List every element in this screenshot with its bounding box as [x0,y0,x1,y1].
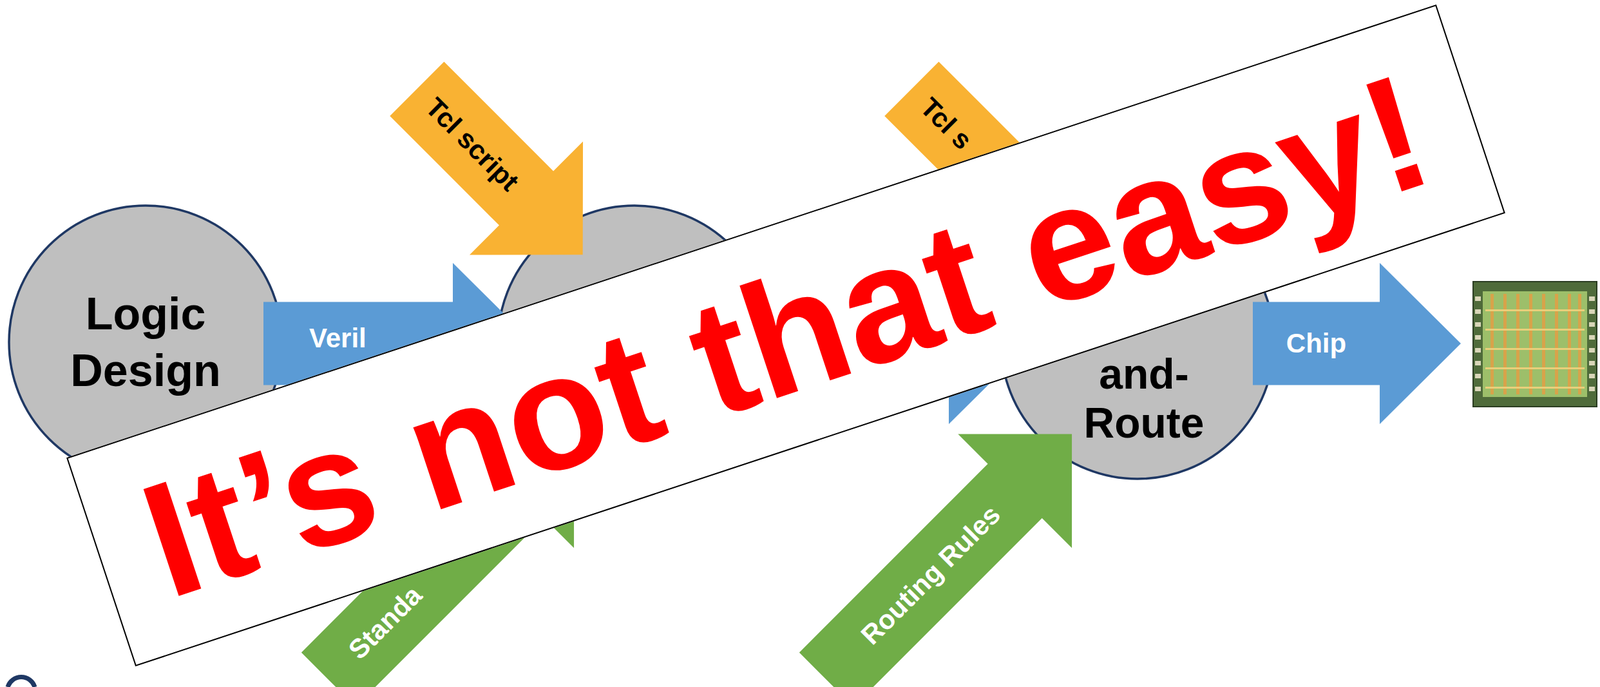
arrow-shape [360,31,639,311]
chip-line [1485,347,1585,350]
chip-stripe [1503,293,1507,395]
chip-core [1482,291,1588,397]
chip-pad [1475,386,1481,391]
chip-pad [1589,296,1595,301]
chip-line [1485,367,1585,370]
chip-pad [1589,309,1595,314]
chip-stripe [1578,293,1582,395]
label-group: Veril [309,322,367,354]
label-group: Logic Design [70,285,221,399]
chip-border [1473,281,1597,407]
chip-stripe [1516,293,1520,395]
chip-pad [1475,322,1481,327]
chip-pad [1589,386,1595,391]
chip-stripe [1567,293,1572,395]
chip-line [1485,328,1585,331]
chip-pad [1475,296,1481,301]
chip-stripe [1529,293,1533,395]
node-label: and- Route [1084,349,1205,448]
chip-stripe [1542,293,1546,395]
node-label: Logic Design [70,285,221,399]
chip-pad [1589,334,1595,340]
chip-pad [1475,373,1481,379]
chip-pad [1475,309,1481,314]
chip-pad [1589,360,1595,366]
chip-line [1485,386,1585,389]
label-group: and- Route [1084,349,1205,448]
arrow-shape [1252,262,1461,424]
chip-die-image [1473,281,1597,407]
arrow-outline [1252,262,1461,424]
chip-pad [1589,347,1595,353]
logo-fragment [7,676,35,687]
node-label: Chip [1286,327,1347,359]
chip-line [1485,309,1585,312]
chip-pad [1475,360,1481,366]
flow-arrow: Chip [1252,262,1461,424]
chip-pad [1589,322,1595,327]
chip-pad [1589,373,1595,379]
label-group: Chip [1286,327,1347,359]
input-arrow: Tcl script [360,31,639,311]
chip-pad [1475,334,1481,340]
chip-pad [1475,347,1481,353]
node-label: Veril [309,322,367,354]
chip-stripe [1554,293,1559,395]
chip-stripe [1490,293,1494,395]
